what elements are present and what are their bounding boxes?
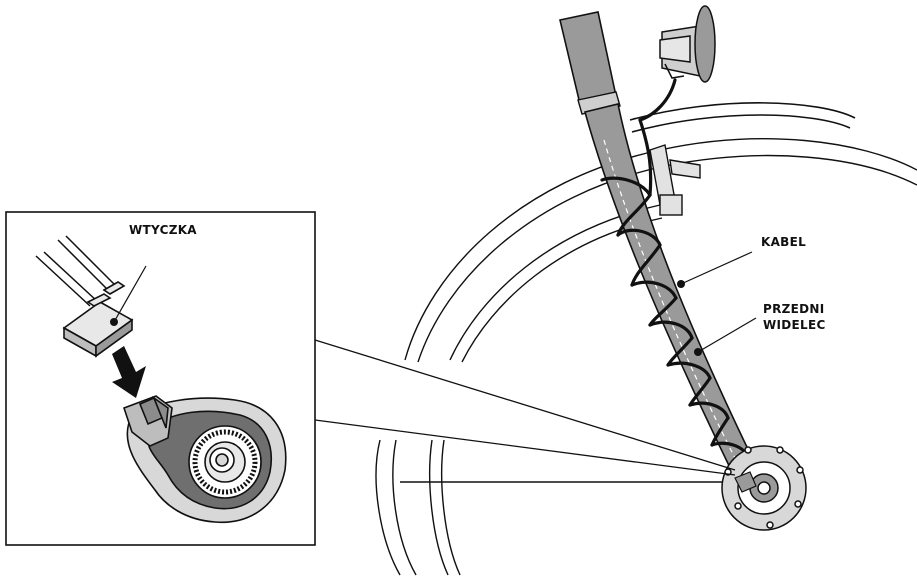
- callout-lines: [314, 339, 736, 476]
- cable-label: KABEL: [761, 235, 807, 249]
- plug-pointer-dot: [110, 318, 118, 326]
- leader-lines: [680, 251, 757, 353]
- plug-leader-line: [113, 265, 147, 323]
- fork-label-line1: PRZEDNI: [763, 302, 825, 316]
- brake-caliper: [649, 144, 701, 216]
- plug-label: WTYCZKA: [129, 223, 197, 237]
- mudguard: [629, 102, 856, 133]
- plug-wires: [35, 235, 117, 307]
- hub-connector: [734, 471, 757, 493]
- fork-pointer-dot: [694, 348, 702, 356]
- hub-socket: [122, 395, 287, 524]
- headlamp-icon: [659, 5, 716, 83]
- arrow-down-icon: [112, 346, 146, 398]
- spiral-cable: [600, 78, 750, 460]
- fork-label-line2: WIDELEC: [763, 318, 826, 332]
- dynamo-hub-icon: [721, 445, 807, 531]
- wheel-rim: [375, 138, 917, 576]
- cable-pointer-dot: [677, 280, 685, 288]
- plug-connector: [62, 281, 134, 358]
